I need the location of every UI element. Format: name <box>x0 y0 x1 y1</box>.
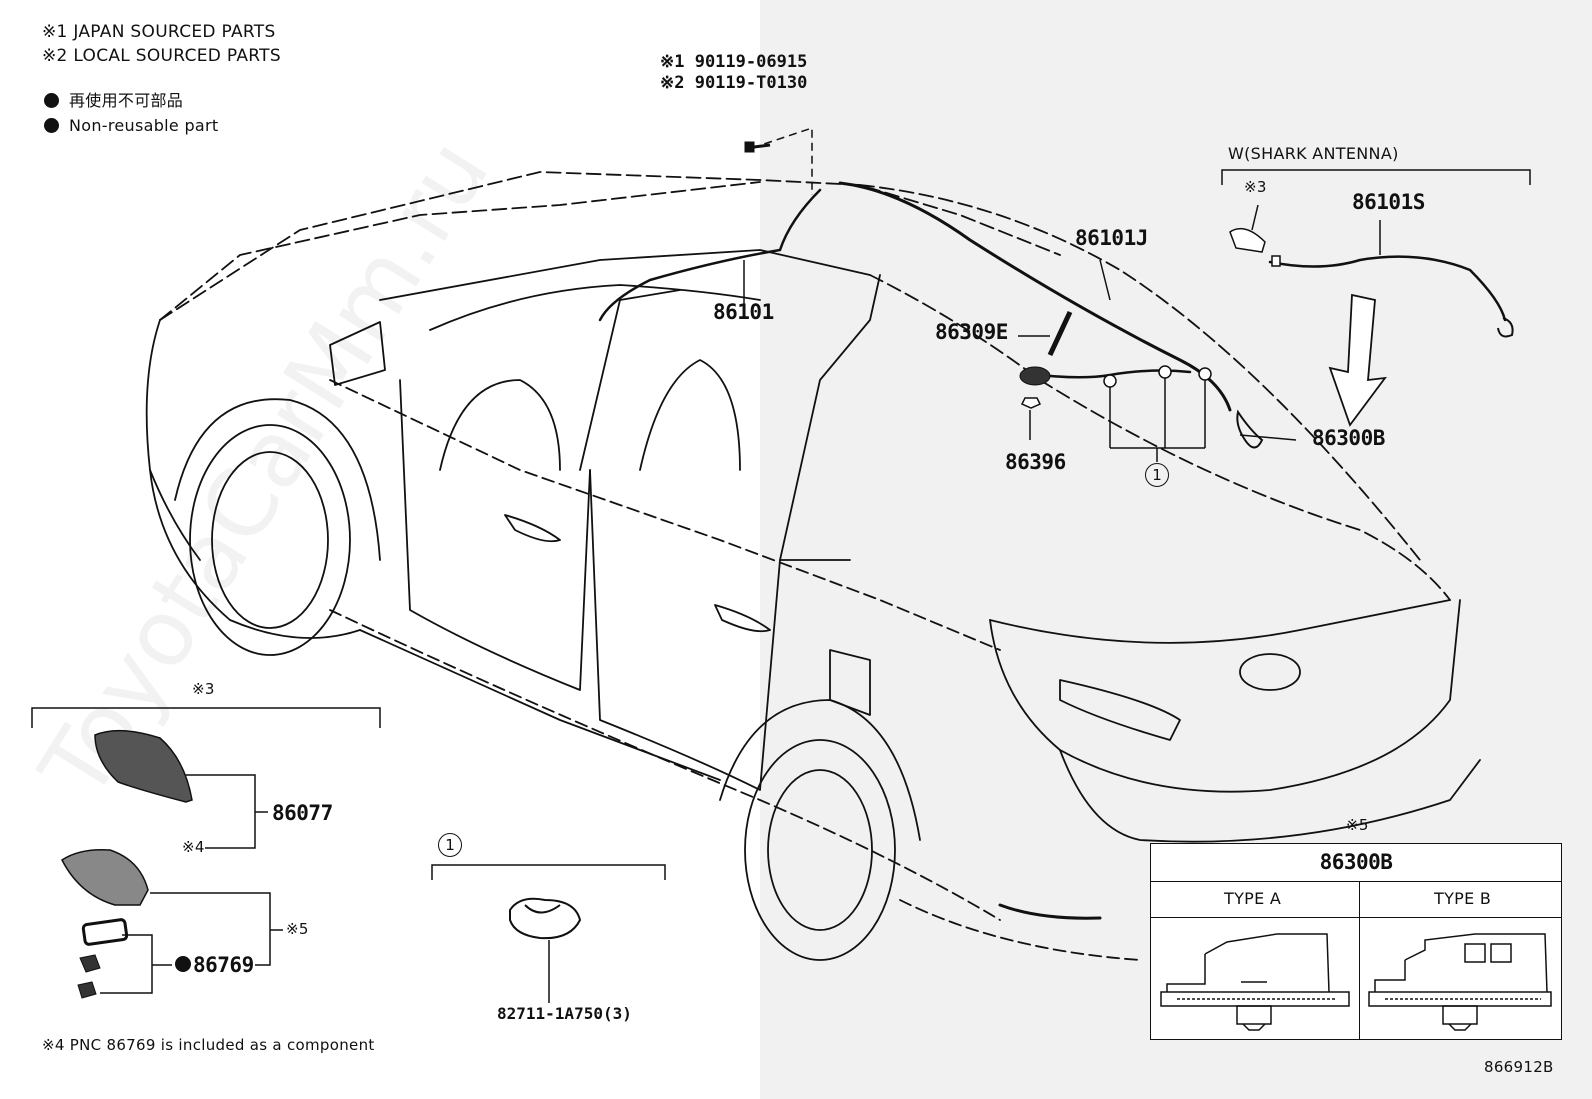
part-86300B[interactable]: 86300B <box>1312 426 1385 450</box>
sill-line <box>329 609 1001 921</box>
nonreusable-jp-label: 再使用不可部品 <box>69 91 184 110</box>
front-bumper <box>149 469 201 561</box>
rear-window <box>869 274 1451 601</box>
antenna-base <box>1019 366 1051 386</box>
arrow-down <box>1328 293 1387 427</box>
type-b-drawing <box>1368 933 1552 1031</box>
shark-mark: ※3 <box>1244 178 1267 196</box>
bolt-icon <box>744 141 771 153</box>
clip-82711 <box>509 897 582 940</box>
seat-front <box>439 379 561 471</box>
shark-cover-86077 <box>94 729 193 803</box>
rear-door <box>589 469 851 791</box>
fuel-door <box>829 649 871 716</box>
mirror <box>329 321 386 386</box>
hood-front <box>145 319 361 639</box>
types-mark: ※5 <box>1346 816 1369 834</box>
nut-86396 <box>1020 397 1042 409</box>
footnote-4: ※4 PNC 86769 is included as a component <box>42 1036 375 1054</box>
types-divider <box>1359 881 1360 1039</box>
bullet-icon <box>44 93 59 108</box>
clip-3 <box>1198 367 1212 381</box>
tail-section <box>989 599 1461 793</box>
note-nonreusable-en: Non-reusable part <box>44 118 218 134</box>
beltline <box>329 379 1001 651</box>
connector <box>1271 255 1281 267</box>
dash <box>429 284 761 331</box>
inset-mark-4: ※4 <box>182 838 205 856</box>
front-wheel <box>189 424 351 656</box>
nut-small <box>77 981 97 999</box>
grommet <box>79 954 101 973</box>
antenna-mast <box>1047 310 1073 357</box>
connector-end <box>1497 317 1514 338</box>
note-japan: ※1 JAPAN SOURCED PARTS <box>42 22 276 42</box>
body-side-lower <box>359 629 721 781</box>
types-title: 86300B <box>1319 850 1393 874</box>
c-pillar <box>779 274 881 561</box>
rear-bumper <box>1059 749 1481 843</box>
front-wheel-inner <box>211 451 329 629</box>
circle-1-label: 1 <box>1145 463 1169 487</box>
types-title-row: 86300B <box>1151 844 1561 882</box>
windshield <box>159 181 761 321</box>
cable-86101 <box>598 188 822 322</box>
circle-1-clip-label: 1 <box>438 833 462 857</box>
part-86101J[interactable]: 86101J <box>1075 226 1148 250</box>
part-86077[interactable]: 86077 <box>272 801 333 825</box>
rear-wheel-inner <box>767 769 873 931</box>
types-header-row <box>1151 881 1561 918</box>
note-nonreusable-jp: 再使用不可部品 <box>44 93 183 109</box>
part-86309E[interactable]: 86309E <box>935 320 1008 344</box>
part-86101S[interactable]: 86101S <box>1352 190 1425 214</box>
part-86769[interactable]: 86769 <box>193 953 254 977</box>
emblem <box>1239 653 1301 691</box>
front-handle <box>504 514 561 543</box>
part-86101[interactable]: 86101 <box>713 300 774 324</box>
rear-wheel <box>744 739 896 961</box>
types-box: 86300B TYPE A TYPE B <box>1150 843 1562 1040</box>
bolt-ref-2: ※2 90119-T0130 <box>660 73 808 93</box>
seat-rear <box>639 359 741 471</box>
shark-antenna-small <box>1229 227 1266 253</box>
amplifier-loop <box>1236 409 1264 449</box>
b-pillar <box>579 289 681 471</box>
note-local: ※2 LOCAL SOURCED PARTS <box>42 46 281 66</box>
front-door <box>399 379 591 691</box>
tail-light <box>1059 679 1181 741</box>
clip-1 <box>1103 374 1117 388</box>
rear-handle <box>714 604 771 633</box>
nonreusable-en-label: Non-reusable part <box>69 116 219 135</box>
roof-outline <box>159 171 1061 321</box>
type-a-label: TYPE A <box>1224 889 1282 908</box>
bullet-icon <box>44 118 59 133</box>
shark-antenna-header: W(SHARK ANTENNA) <box>1228 144 1399 163</box>
roof-rail <box>379 249 871 301</box>
clip-group-ref: 1 <box>1145 463 1169 487</box>
roof-rear <box>859 184 1421 561</box>
figure-id: 866912B <box>1484 1058 1554 1076</box>
inset-mark-5: ※5 <box>286 920 309 938</box>
rear-bumper-lower <box>899 899 1141 961</box>
rear-light-strip <box>998 903 1102 920</box>
cable-86101S <box>1268 255 1507 322</box>
gasket <box>81 918 129 946</box>
type-b-label: TYPE B <box>1434 889 1492 908</box>
part-82711[interactable]: 82711-1A750(3) <box>497 1004 632 1023</box>
bolt-ref-1: ※1 90119-06915 <box>660 52 808 72</box>
type-a-drawing <box>1160 933 1350 1031</box>
part-86396[interactable]: 86396 <box>1005 450 1066 474</box>
trunk-lid <box>989 599 1451 644</box>
front-wheel-arch <box>174 398 381 561</box>
clip-inset-ref: 1 <box>438 833 462 857</box>
inset-shark-mark: ※3 <box>192 680 215 698</box>
clip-2 <box>1158 365 1172 379</box>
antenna-body <box>61 848 149 906</box>
